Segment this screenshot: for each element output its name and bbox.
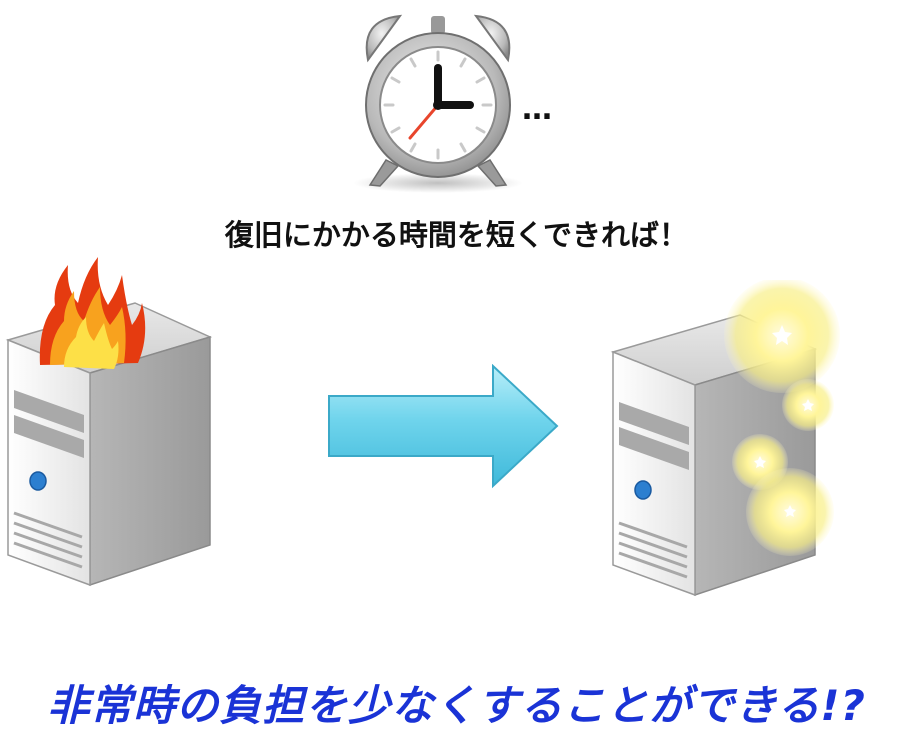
tagline: 非常時の負担を少なくすることができる!? [47,681,866,730]
alarm-clock-icon [353,14,523,193]
right-arrow-icon [328,364,559,489]
sparkle-icon [724,280,840,556]
burning-server-icon [5,257,213,587]
ellipsis: … [522,92,553,127]
caption: 復旧にかかる時間を短くできれば！ [224,218,689,252]
